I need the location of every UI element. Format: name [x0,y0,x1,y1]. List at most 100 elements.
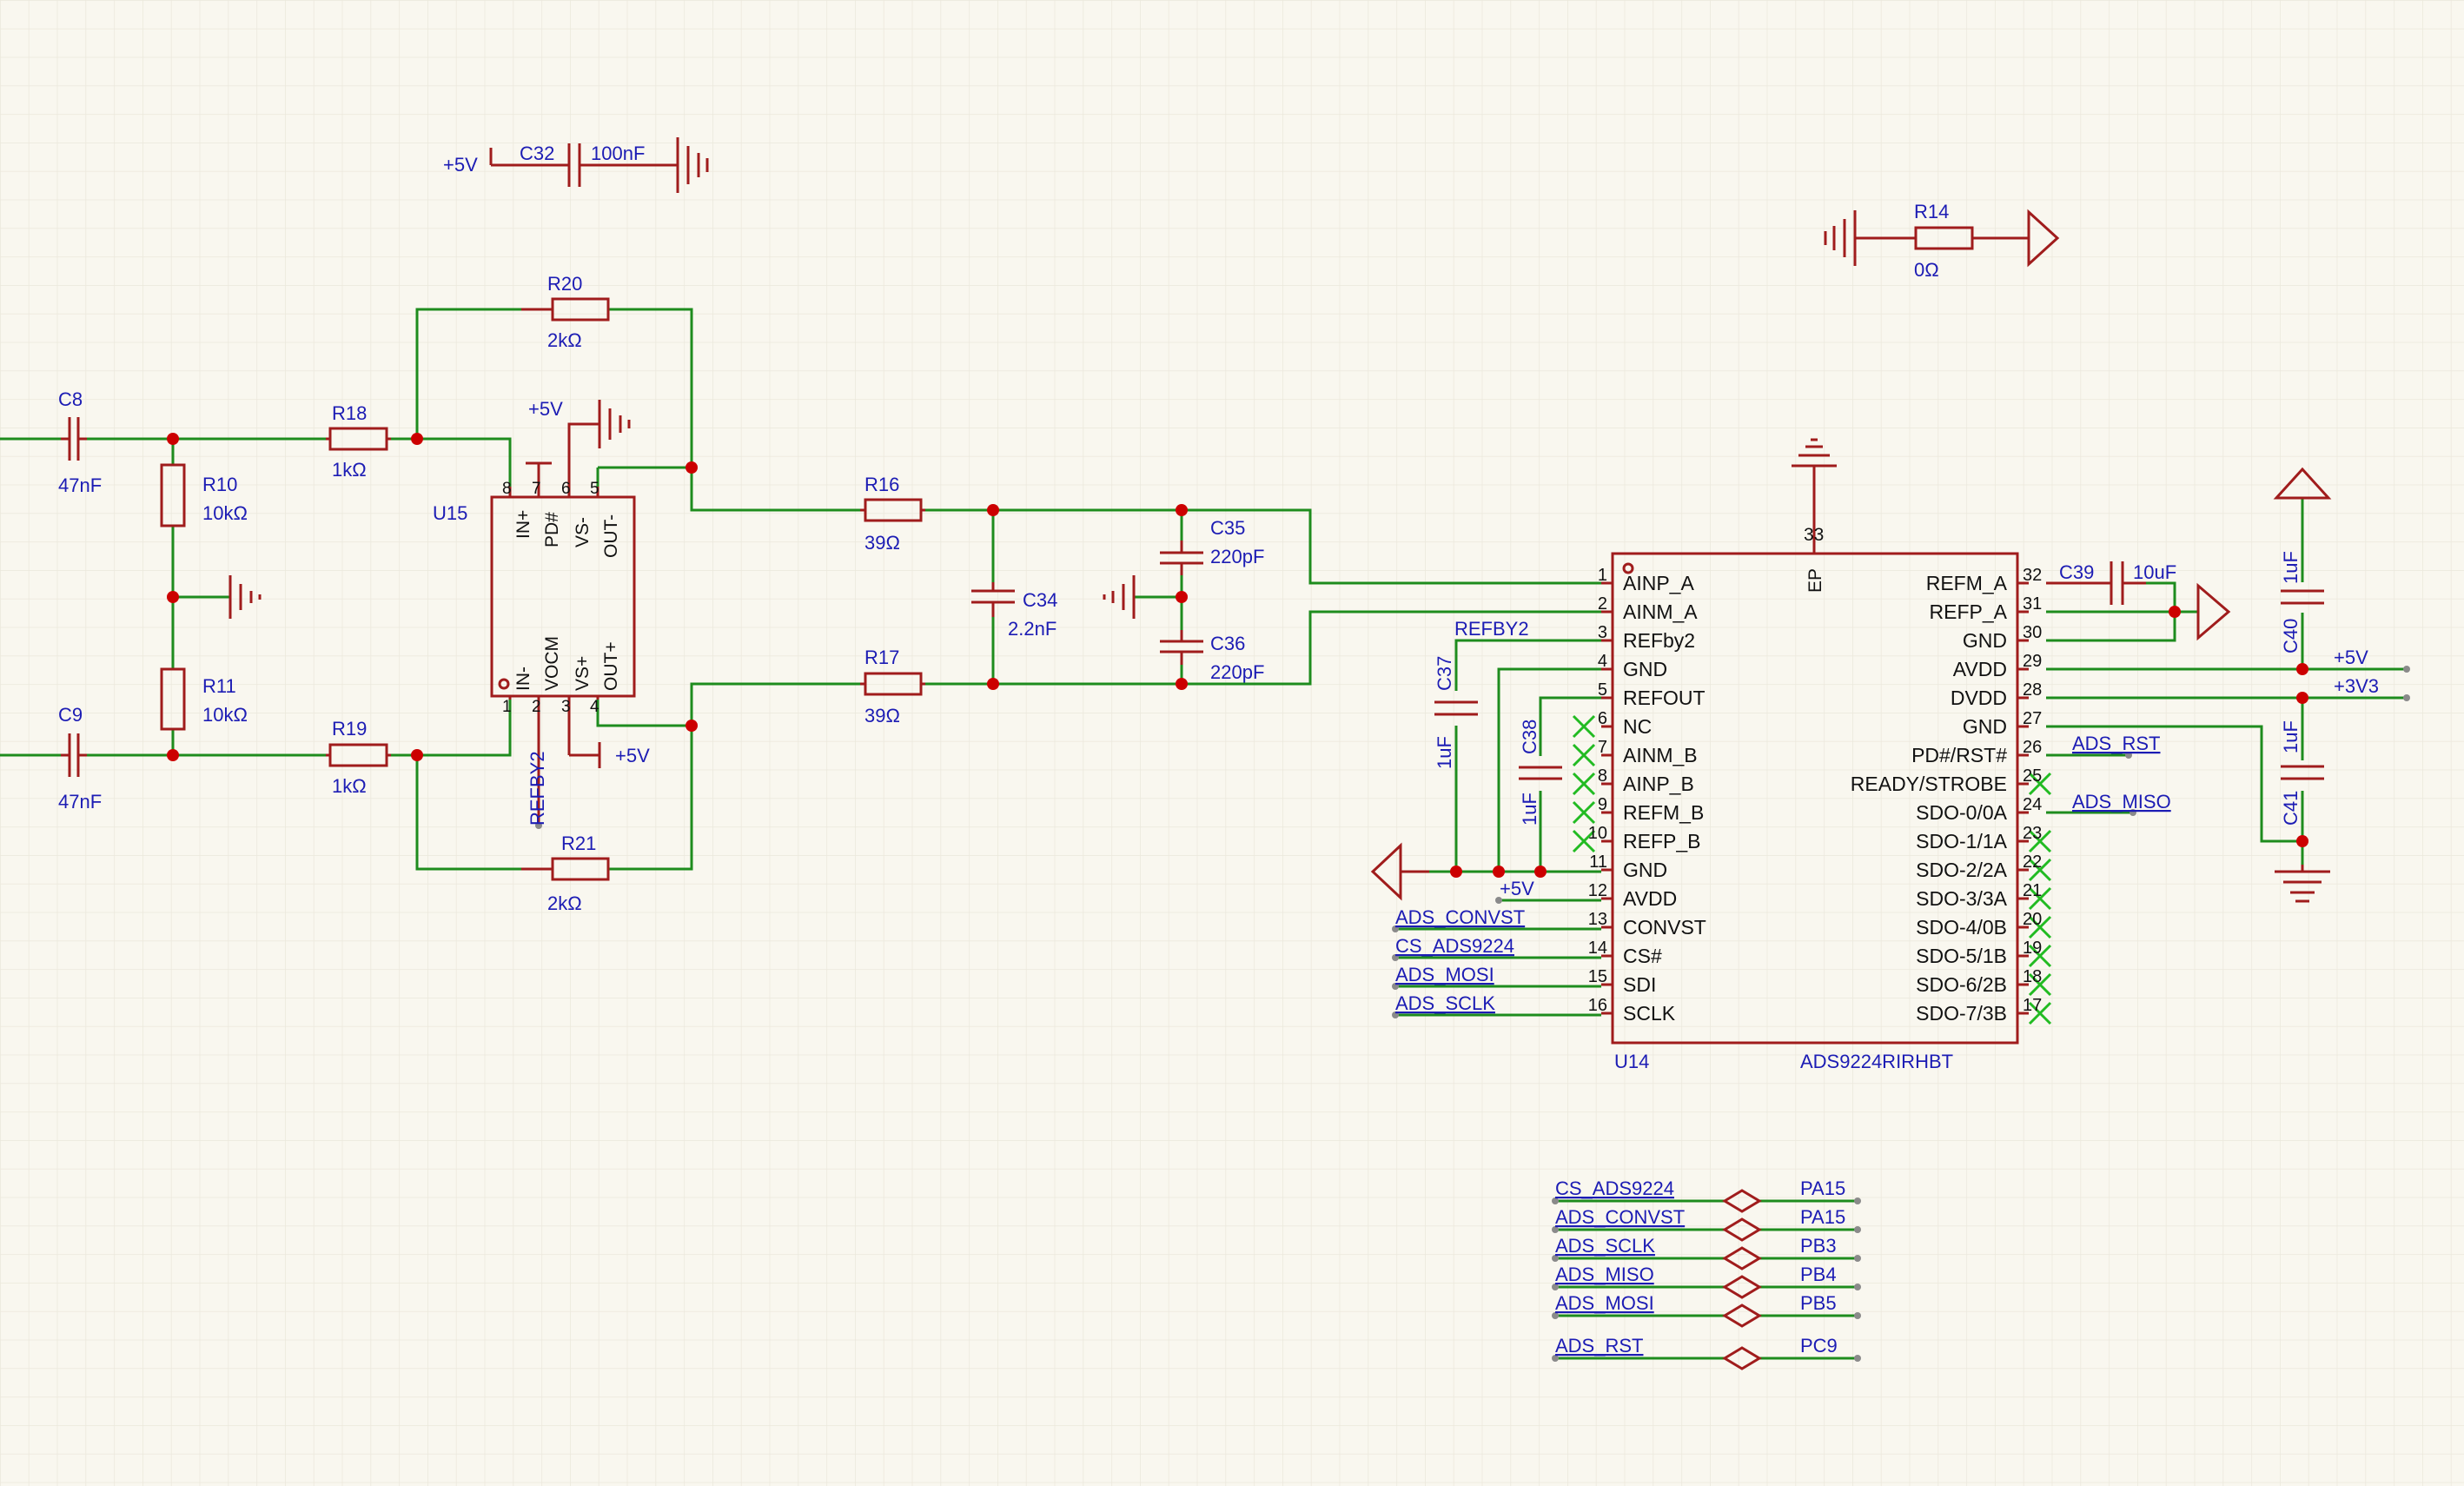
capacitor-c37[interactable] [1434,700,1478,716]
port-pin-label: PB4 [1800,1264,1837,1285]
wire[interactable] [690,468,860,512]
u14-pin-name: SDO-2/2A [1916,859,2007,881]
junction-dot [2296,663,2308,675]
u14-pin-number: 21 [2023,881,2042,900]
wire[interactable] [925,508,1601,585]
u14-pin-name: SDO-7/3B [1916,1002,2007,1025]
capacitor-c32[interactable] [489,143,678,187]
u15-pin-number: 2 [532,698,541,716]
port-diamond[interactable] [1722,1189,1762,1213]
component-labels: C8 47nF C9 47nF R10 10kΩ R11 10kΩ R18 1k… [58,143,2379,1072]
junction-dot [686,720,698,732]
ref-label: C35 [1210,517,1245,539]
no-connect-mark [2028,1001,2052,1025]
net-label-ads-convst: ADS_CONVST [1395,906,1525,928]
port-net-label: ADS_CONVST [1555,1206,1685,1228]
junction-dot [686,461,698,474]
reference-arrow-symbol [2273,467,2332,500]
wire[interactable] [391,437,512,487]
u14-pin-number: 13 [1588,910,1607,929]
u15-pin-number: 1 [502,698,512,716]
resistor-r14[interactable] [1855,226,2029,250]
u15-body[interactable] [490,495,636,698]
value-label: 1kΩ [332,459,367,481]
part-label: ADS9224RIRHBT [1800,1051,1953,1072]
value-label: 47nF [58,791,102,813]
port-net-label: ADS_RST [1555,1335,1643,1357]
wire[interactable] [1497,667,1601,872]
port-diamond[interactable] [1722,1304,1762,1328]
junction-dot [1534,866,1547,878]
u15-pin-number: 8 [502,480,512,498]
port-net-label: ADS_MOSI [1555,1292,1654,1314]
u14-left-pins [1601,581,1613,1015]
wire[interactable] [2046,725,2302,843]
ref-label: C32 [520,143,554,164]
capacitor-c40[interactable] [2281,589,2324,605]
resistor-r21[interactable] [521,857,610,881]
wire[interactable] [415,755,521,871]
reference-arrow-symbol [2027,209,2060,268]
wire[interactable] [1454,639,1601,691]
u14-pin1-marker [1622,562,1634,574]
port-diamond[interactable] [1722,1217,1762,1242]
u14-pin-name: GND [1623,658,1667,680]
port-diamond[interactable] [1722,1246,1762,1270]
value-label: 2kΩ [547,892,582,914]
u14-pin-number: 12 [1588,881,1607,900]
wire[interactable] [608,308,693,468]
u14-pin-number: 25 [2023,766,2042,786]
port-pin-label: PB3 [1800,1235,1837,1257]
capacitor-c39[interactable] [2046,561,2146,605]
port-pin-label: PA15 [1800,1206,1845,1228]
u14-pin-number: 22 [2023,852,2042,872]
no-connect-mark [1572,772,1596,796]
resistor-r19[interactable] [326,743,391,767]
capacitor-c34[interactable] [971,582,1015,617]
capacitor-c35[interactable] [1160,541,1203,575]
u15-pin-number: 5 [590,480,599,498]
capacitor-c36[interactable] [1160,630,1203,665]
value-label: 39Ω [864,705,900,726]
u14-pin-number: 32 [2023,566,2042,585]
value-label: 10uF [2133,561,2176,583]
resistor-r20[interactable] [521,297,610,322]
resistor-r11[interactable] [160,667,186,731]
capacitor-c9[interactable] [61,733,87,777]
power-label: +5V [443,154,478,176]
u14-pin-number: 15 [1588,967,1607,986]
ref-label: R18 [332,402,367,424]
power-label: +5V [528,398,563,420]
wire[interactable] [690,682,860,726]
port-net-label: CS_ADS9224 [1555,1178,1674,1199]
resistor-r17[interactable] [860,672,925,696]
wire[interactable] [1539,696,1601,756]
net-label-cs-ads9224: CS_ADS9224 [1395,935,1514,957]
ground-symbol [229,575,262,619]
u15-pin-name: IN- [513,667,533,691]
resistor-r18[interactable] [326,427,391,451]
port-diamond[interactable] [1722,1346,1762,1370]
resistor-r10[interactable] [160,463,186,527]
ref-label: C36 [1210,633,1245,654]
capacitor-c38[interactable] [1519,766,1562,780]
net-label-refby2: REFBY2 [1454,618,1529,640]
wire[interactable] [596,700,692,727]
u14-pin-number: 16 [1588,996,1607,1015]
u14-pin-name: GND [1963,715,2007,738]
value-label: 10kΩ [202,704,248,726]
value-label: 220pF [1210,661,1264,683]
capacitor-c41[interactable] [2281,765,2324,780]
wire[interactable] [925,610,1601,686]
wire[interactable] [391,700,512,757]
u14-pin-name: NC [1623,715,1652,738]
wire[interactable] [415,308,521,439]
resistor-r16[interactable] [860,498,925,522]
capacitor-c8[interactable] [61,417,87,461]
power-label: +5V [2334,647,2368,668]
wire[interactable] [608,726,693,871]
port-diamond[interactable] [1722,1275,1762,1299]
ref-label: C37 [1434,656,1455,691]
junction-dot [987,504,999,516]
